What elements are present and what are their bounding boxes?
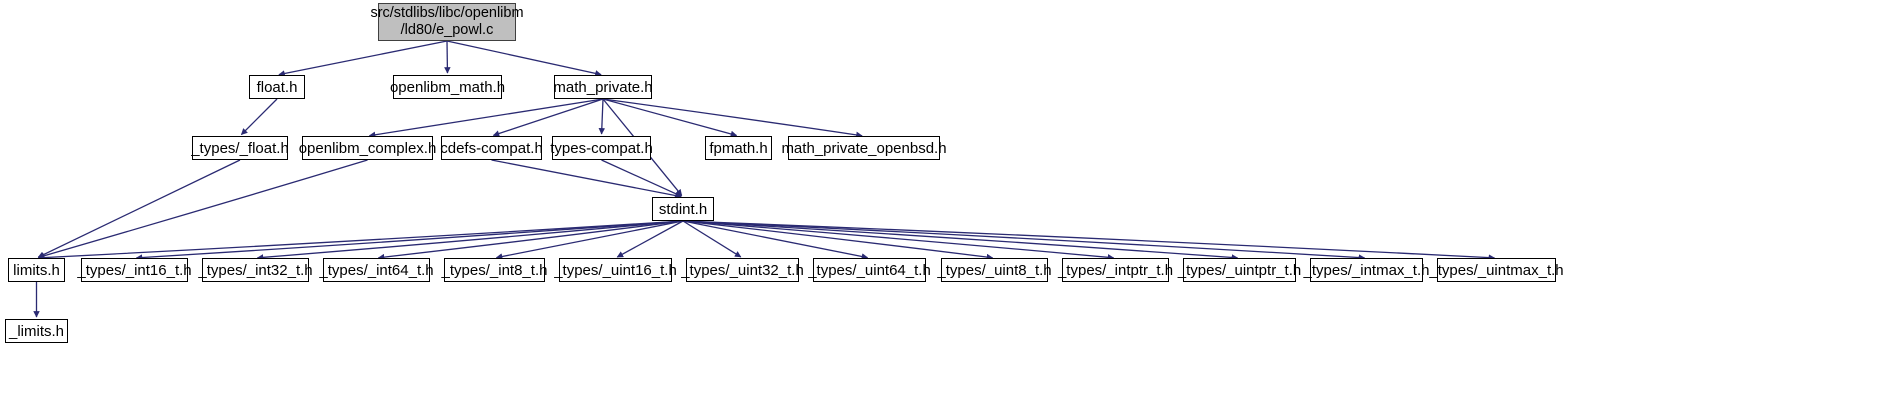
graph-node-root[interactable]: src/stdlibs/libc/openlibm /ld80/e_powl.c [370, 3, 524, 41]
graph-edge-stdint-to-int32 [256, 220, 684, 261]
graph-edge-stdint-to-uint32 [682, 220, 742, 258]
graph-node-_limits[interactable]: _limits.h [5, 319, 68, 343]
graph-edge-cdefs_compat-to-stdint [491, 159, 682, 199]
graph-edge-math_private-to-types_compat [598, 98, 606, 135]
graph-edge-stdint-to-uint64 [682, 220, 869, 260]
graph-node-openlibm_math[interactable]: openlibm_math.h [390, 75, 505, 99]
graph-edge-stdint-to-intptr [682, 220, 1115, 261]
graph-edge-stdint-to-int64 [377, 220, 684, 261]
graph-edge-stdint-to-uint16 [616, 220, 684, 258]
graph-node-int32[interactable]: _types/_int32_t.h [198, 258, 313, 282]
graph-edge-stdint-to-uint8 [682, 220, 994, 261]
graph-edge-stdint-to-uintptr [682, 220, 1239, 261]
graph-node-types_compat[interactable]: types-compat.h [550, 136, 653, 160]
graph-node-float[interactable]: float.h [249, 75, 305, 99]
graph-edge-math_private-to-mp_openbsd [602, 98, 863, 139]
graph-edge-stdint-to-intmax [682, 220, 1366, 261]
graph-node-mp_openbsd[interactable]: math_private_openbsd.h [781, 136, 947, 160]
graph-node-stdint[interactable]: stdint.h [652, 197, 714, 221]
graph-node-int8[interactable]: _types/_int8_t.h [442, 258, 547, 282]
graph-node-uint64[interactable]: _types/_uint64_t.h [808, 258, 931, 282]
graph-node-math_private[interactable]: math_private.h [553, 75, 653, 99]
graph-node-uint32[interactable]: _types/_uint32_t.h [681, 258, 804, 282]
graph-node-fpmath[interactable]: fpmath.h [705, 136, 772, 160]
graph-node-limits[interactable]: limits.h [8, 258, 65, 282]
graph-edge-root-to-math_private [446, 40, 602, 77]
graph-edge-openlibm_cplx-to-limits [37, 159, 368, 259]
graph-edge-root-to-float [278, 40, 448, 77]
graph-node-intmax[interactable]: _types/_intmax_t.h [1304, 258, 1429, 282]
graph-node-uintptr[interactable]: _types/_uintptr_t.h [1178, 258, 1301, 282]
edge-group [33, 40, 1496, 318]
graph-node-types_float[interactable]: _types/_float.h [191, 136, 289, 160]
graph-node-cdefs_compat[interactable]: cdefs-compat.h [440, 136, 543, 160]
graph-node-openlibm_cplx[interactable]: openlibm_complex.h [299, 136, 436, 160]
graph-node-uint8[interactable]: _types/_uint8_t.h [937, 258, 1052, 282]
graph-edge-math_private-to-fpmath [602, 98, 738, 138]
graph-edge-math_private-to-cdefs_compat [492, 98, 604, 137]
graph-edge-stdint-to-int8 [495, 220, 684, 260]
graph-edge-float-to-types_float [240, 98, 278, 136]
graph-node-uint16[interactable]: _types/_uint16_t.h [554, 258, 677, 282]
graph-edge-math_private-to-openlibm_cplx [368, 98, 604, 138]
graph-node-int16[interactable]: _types/_int16_t.h [77, 258, 192, 282]
graph-edge-types_float-to-limits [37, 159, 241, 258]
graph-edge-stdint-to-int16 [135, 220, 684, 261]
graph-node-uintmax[interactable]: _types/_uintmax_t.h [1429, 258, 1564, 282]
graph-edge-types_compat-to-stdint [601, 159, 682, 197]
graph-edge-stdint-to-uintmax [682, 220, 1496, 261]
graph-node-int64[interactable]: _types/_int64_t.h [319, 258, 434, 282]
graph-node-intptr[interactable]: _types/_intptr_t.h [1058, 258, 1173, 282]
graph-edge-stdint-to-limits [37, 220, 684, 261]
